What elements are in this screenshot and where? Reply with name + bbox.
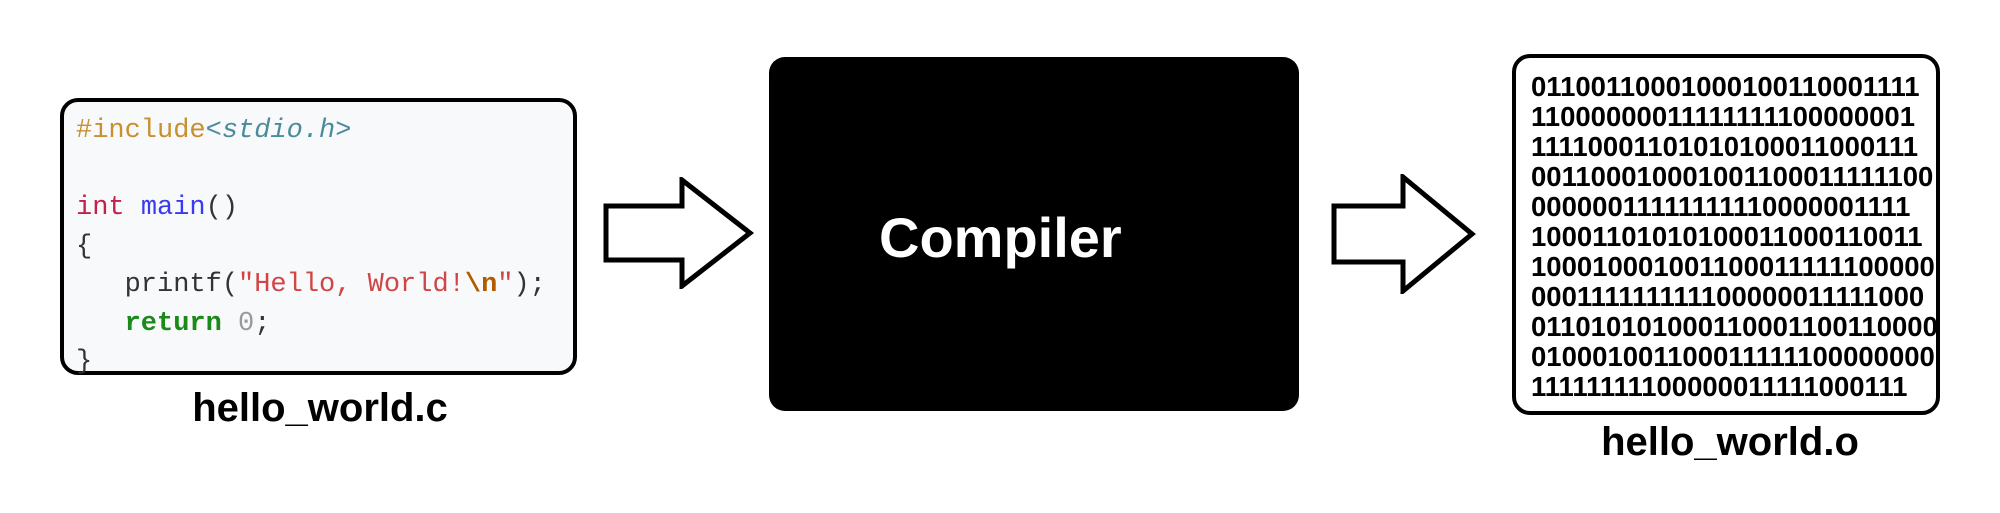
binary-line: 001100010001001100011111100	[1531, 161, 1934, 192]
code-return: return	[124, 308, 222, 339]
code-open-brace: {	[76, 231, 93, 262]
arrow-right-icon	[1331, 174, 1476, 294]
source-code: #include<stdio.h> int main() { printf("H…	[76, 112, 573, 382]
compiler-label: Compiler	[879, 206, 1122, 269]
output-filename: hello_world.o	[1601, 420, 1859, 464]
source-code-box: #include<stdio.h> int main() { printf("H…	[60, 98, 577, 377]
code-call: printf(	[124, 270, 239, 300]
code-close-brace: }	[76, 347, 93, 377]
code-parens: ()	[205, 193, 239, 223]
code-type: int	[76, 193, 125, 223]
code-directive: #include	[76, 116, 206, 146]
binary-line: 010001001100011111100000000	[1531, 341, 1935, 372]
arrow-right-icon	[603, 177, 755, 289]
binary-line: 11110001101010100011000111	[1531, 131, 1919, 162]
code-string-end: "	[497, 270, 514, 300]
binary-line: 01010100011000110011000101	[1531, 402, 1936, 406]
binary-line: 000111111111100000011111000	[1531, 281, 1925, 312]
source-filename: hello_world.c	[192, 386, 448, 430]
binary-line: 011010101000110001100110000	[1531, 311, 1936, 342]
code-call-end: );	[513, 270, 546, 300]
code-header: <stdio.h>	[205, 116, 352, 146]
binary-line: 00000011111111110000001111	[1531, 191, 1911, 222]
binary-line: 11111111100000011111000111	[1531, 371, 1908, 402]
code-func: main	[140, 193, 206, 223]
binary-line: 11000000011111111100000001	[1531, 101, 1915, 132]
code-string: "Hello, World!	[238, 270, 465, 300]
compiler-box: Compiler	[769, 57, 1299, 411]
binary-line: 10001101010100011000110011	[1531, 221, 1923, 252]
binary-line: 01100110001000100110001111	[1531, 71, 1920, 102]
code-value: 0	[238, 308, 255, 339]
code-escape: \n	[464, 270, 498, 300]
binary-line: 100010001001100011111100000	[1531, 251, 1935, 282]
code-semicolon: ;	[254, 308, 271, 339]
